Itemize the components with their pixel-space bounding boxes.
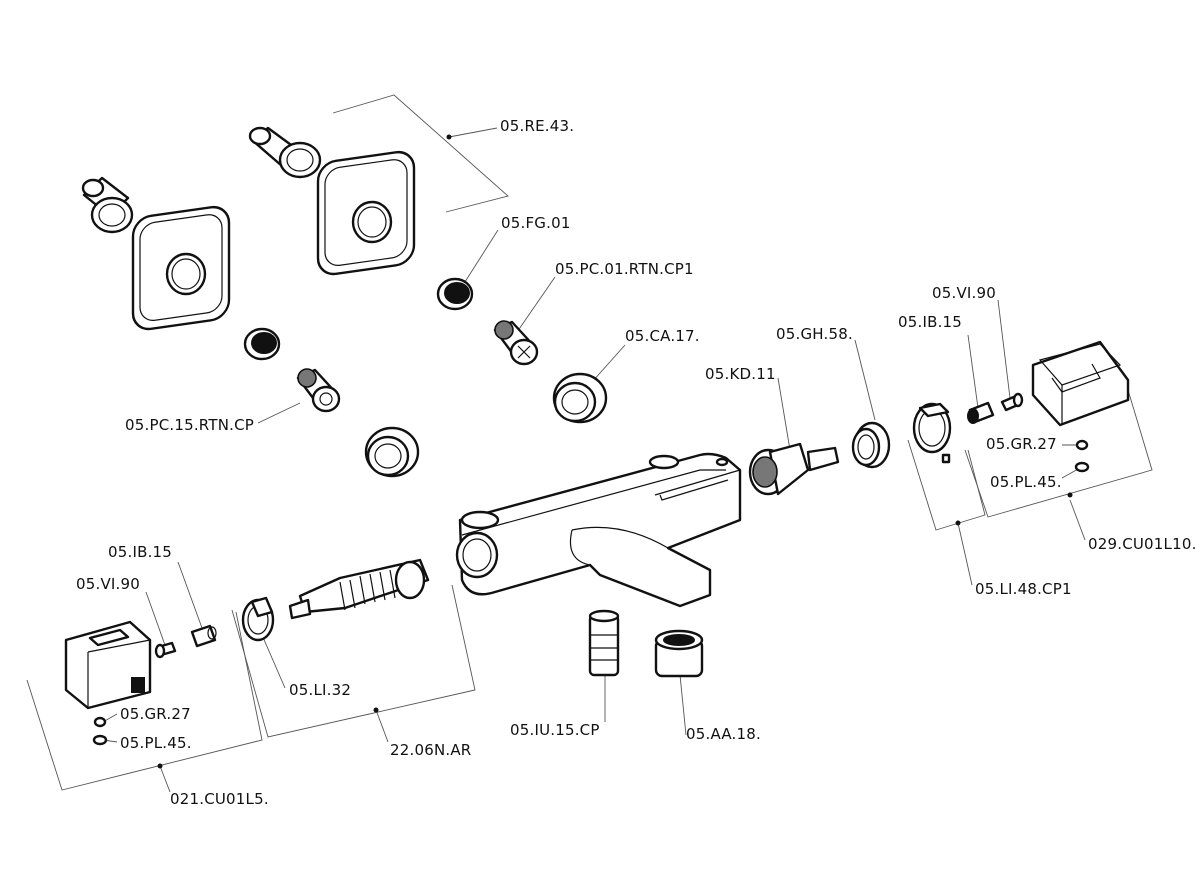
check-valve-pc01 [493,320,539,366]
label-05-pc-01-rtn-cp1: 05.PC.01.RTN.CP1 [555,260,694,278]
label-05-iu-15-cp: 05.IU.15.CP [510,721,600,739]
label-05-vi-90-left: 05.VI.90 [76,575,140,593]
label-05-li-32: 05.LI.32 [289,681,352,699]
label-021-cu01l5: 021.CU01L5. [170,790,269,808]
check-valve-pc15 [296,368,341,413]
insert-ib15-left [190,624,217,648]
label-05-ca-17: 05.CA.17. [625,327,700,345]
label-05-gr-27-left: 05.GR.27 [120,705,191,723]
leader-lines [102,229,1081,743]
plug-pl45-left [92,734,108,746]
cap-nut-left [364,426,420,478]
handle-right [1031,340,1130,427]
escutcheon-right [316,150,416,276]
plug-pl45-right [1074,461,1090,473]
label-05-re-43: 05.RE.43. [500,117,575,135]
ring-li48 [912,402,952,464]
label-05-pl-45-left: 05.PL.45. [120,734,192,752]
label-05-pc-15-rtn-cp: 05.PC.15.RTN.CP [125,416,254,434]
ring-gh58 [851,421,891,469]
aerator-aa18 [654,629,704,678]
label-05-aa-18: 05.AA.18. [686,725,761,743]
label-05-ib-15-left: 05.IB.15 [108,543,173,561]
label-22-06n-ar: 22.06N.AR [390,741,472,759]
handle-left [64,620,152,710]
insert-ib15-right [967,401,995,424]
label-05-pl-45-right: 05.PL.45. [990,473,1062,491]
filter-left [243,327,281,361]
label-029-cu01l10: 029.CU01L10. [1088,535,1197,553]
escutcheon-left [131,205,231,331]
grub-screw-gr27-left [93,716,107,728]
label-05-gr-27-right: 05.GR.27 [986,435,1057,453]
cartridge-kd11 [748,442,840,496]
cap-nut-ca17 [552,372,608,424]
label-05-li-48-cp1: 05.LI.48.CP1 [975,580,1072,598]
label-05-ib-15-right: 05.IB.15 [898,313,963,331]
ring-li32 [241,596,275,642]
diverter-iu15 [588,609,620,677]
group-brackets [26,94,1153,793]
screw-vi90-right [1000,392,1024,412]
screw-vi90-left [154,641,177,659]
label-05-gh-58: 05.GH.58. [776,325,853,343]
filter-fg01 [436,277,474,311]
eccentric-connector-left [81,176,134,234]
label-05-vi-90-right: 05.VI.90 [932,284,996,302]
eccentric-connector-right [248,126,322,179]
thermostatic-cartridge [288,558,430,620]
grub-screw-gr27-right [1075,439,1089,451]
label-05-kd-11: 05.KD.11 [705,365,776,383]
mixer-body [455,452,742,608]
label-05-fg-01: 05.FG.01 [501,214,571,232]
